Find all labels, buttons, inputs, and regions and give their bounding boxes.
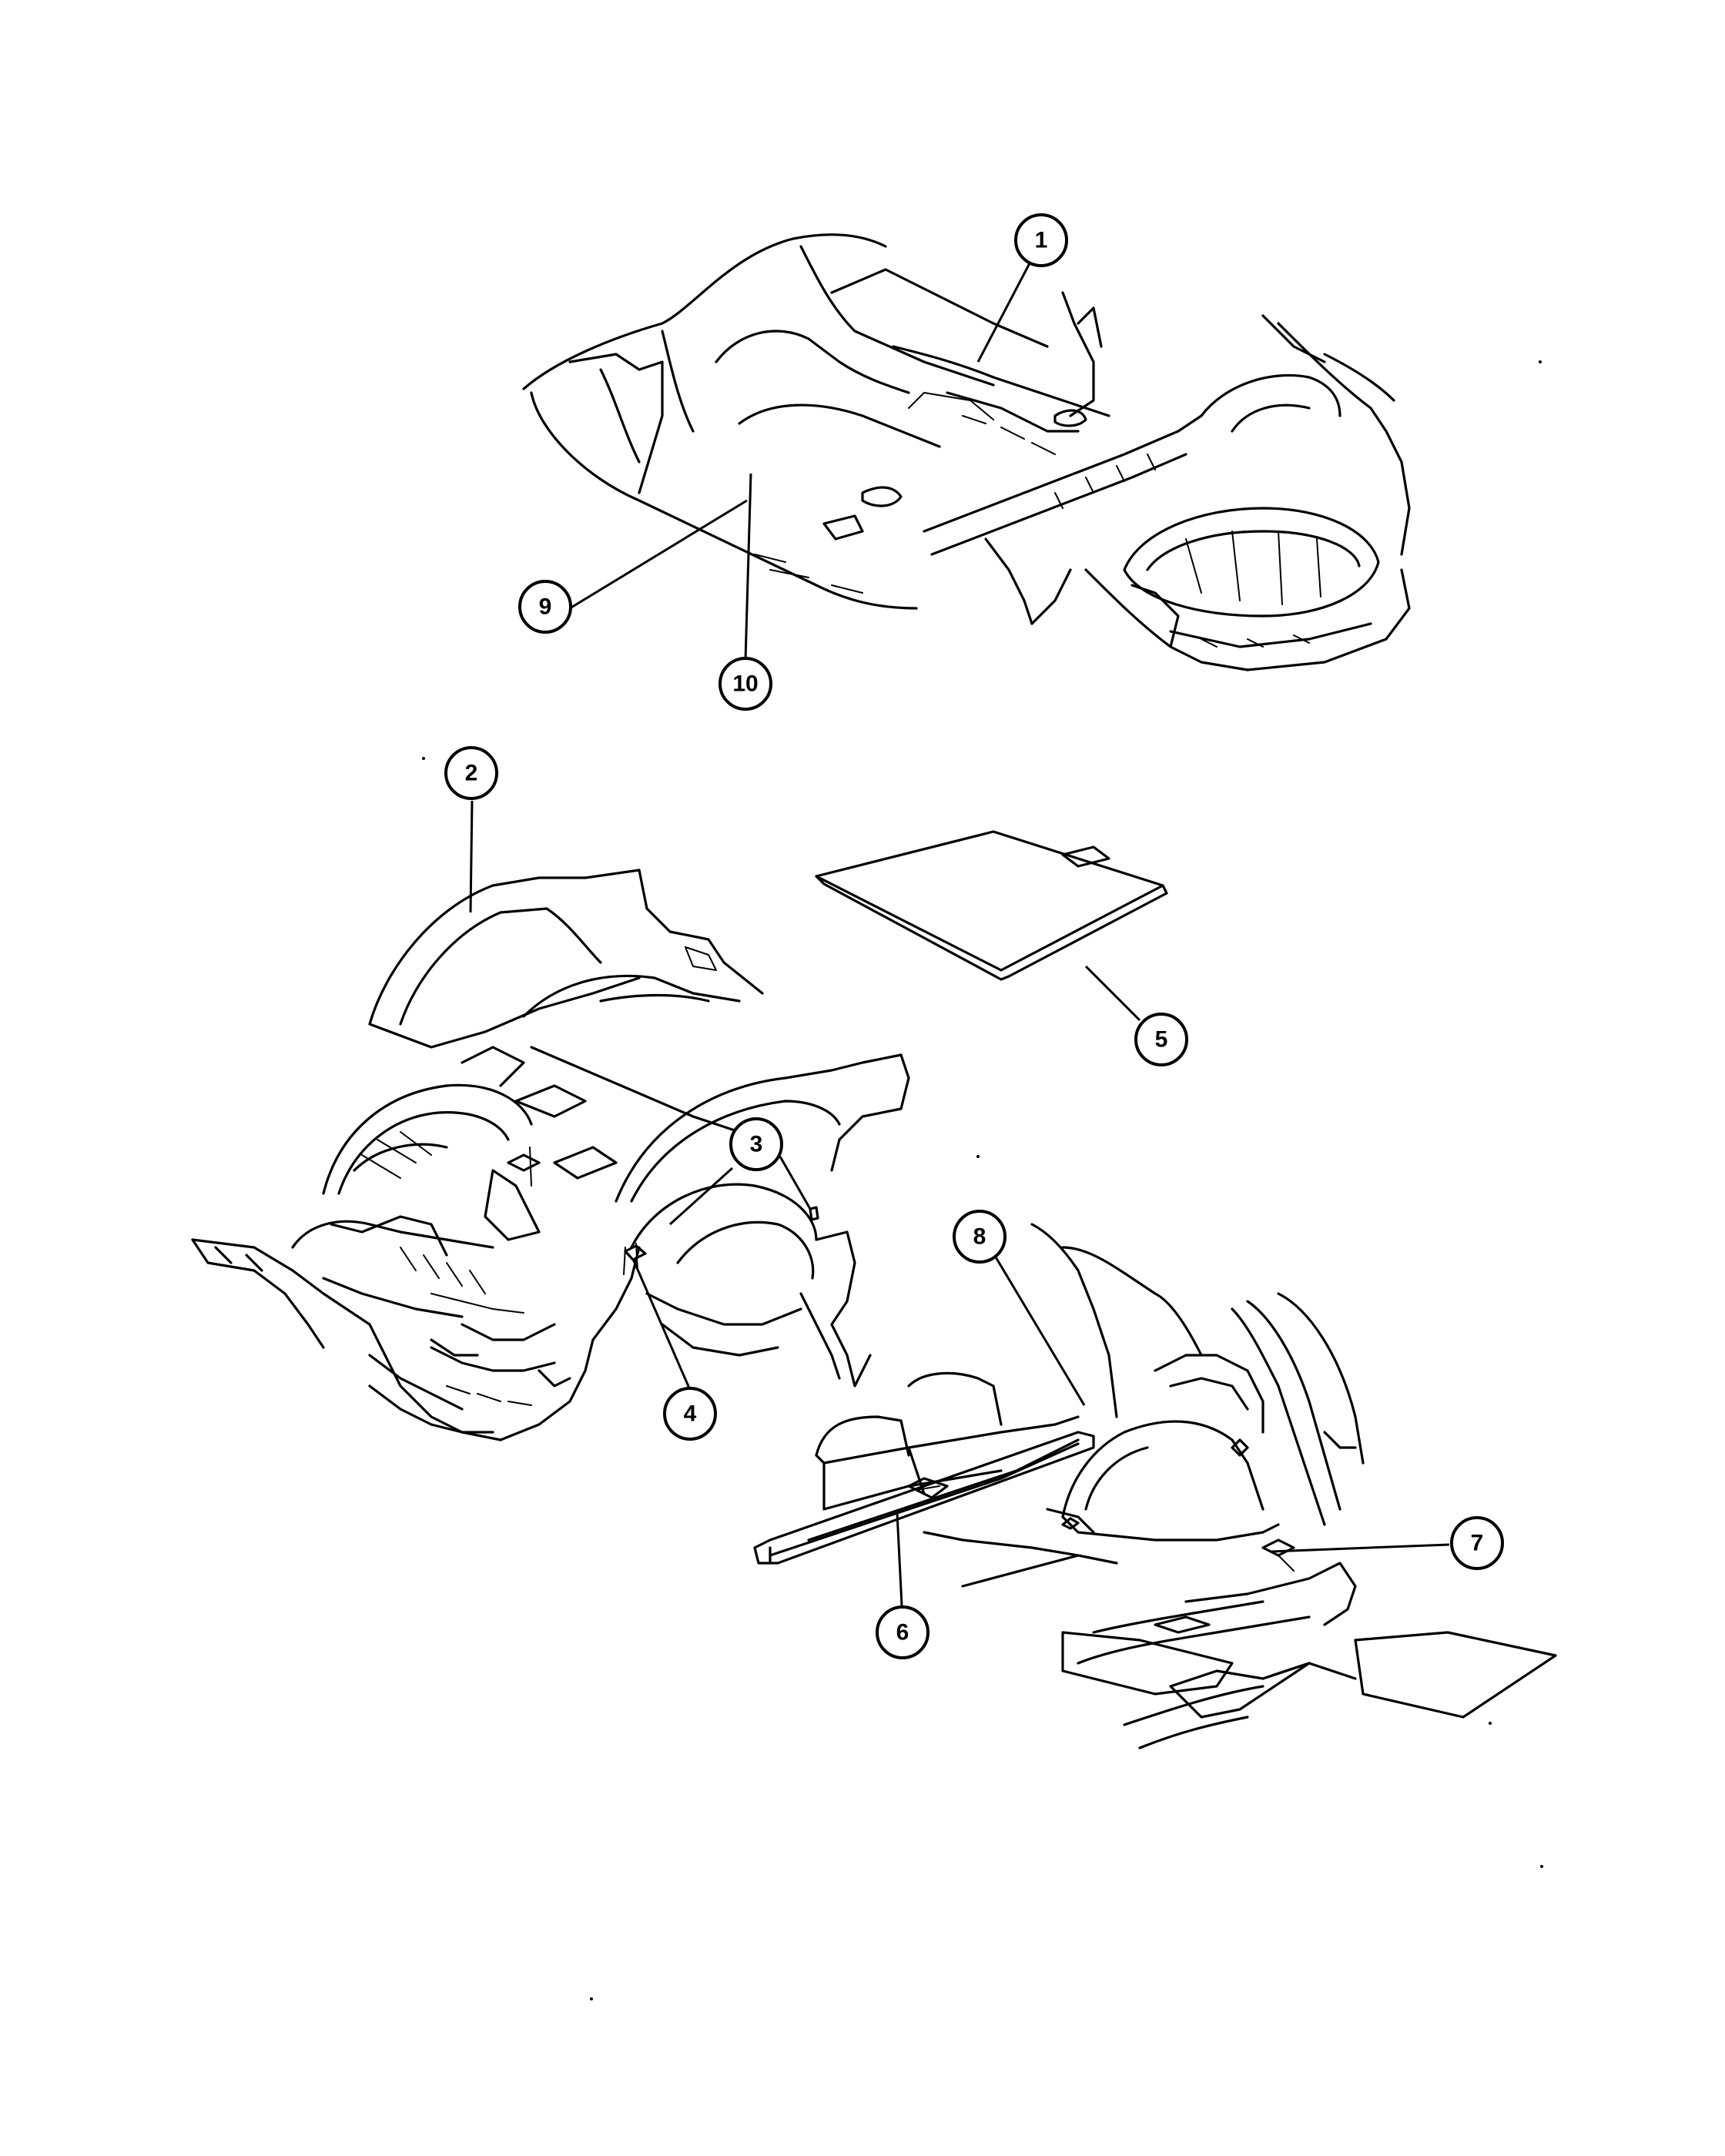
callout-4[interactable]: 4 [663, 1387, 717, 1441]
callout-number: 6 [896, 1620, 909, 1645]
callout-number: 4 [684, 1401, 697, 1427]
callout-number: 10 [732, 671, 758, 697]
callout-circle [1450, 1516, 1504, 1570]
callout-2[interactable]: 2 [444, 746, 498, 800]
callout-circle [1014, 213, 1068, 267]
floor-pan-assembly-illustration [522, 233, 1411, 671]
callout-1[interactable]: 1 [1014, 213, 1068, 267]
load-floor-panel-illustration [815, 830, 1168, 981]
callout-number: 1 [1035, 228, 1048, 253]
callout-number: 5 [1155, 1027, 1168, 1053]
callout-circle [663, 1387, 717, 1441]
callout-circle [718, 657, 772, 711]
callout-circle [444, 746, 498, 800]
callout-3[interactable]: 3 [729, 1117, 783, 1171]
callout-circle [518, 580, 572, 634]
callout-circle [953, 1210, 1007, 1264]
callout-8[interactable]: 8 [953, 1210, 1007, 1264]
scan-speck [590, 1997, 593, 2000]
callout-5[interactable]: 5 [1134, 1013, 1188, 1066]
callout-6[interactable]: 6 [876, 1605, 929, 1659]
callout-number: 2 [465, 761, 478, 786]
callout-10[interactable]: 10 [718, 657, 772, 711]
callout-number: 7 [1471, 1531, 1484, 1556]
callout-7[interactable]: 7 [1450, 1516, 1504, 1570]
scan-speck [1539, 360, 1542, 363]
callout-9[interactable]: 9 [518, 580, 572, 634]
callout-circle [1134, 1013, 1188, 1066]
scan-speck [1489, 1722, 1492, 1725]
callout-circle [876, 1605, 929, 1659]
scan-speck [1540, 1865, 1543, 1868]
cargo-area-illustration [753, 1223, 1557, 1749]
callout-number: 8 [973, 1224, 986, 1250]
scan-speck [976, 1155, 980, 1158]
leader-lines [469, 261, 1450, 1606]
callout-number: 3 [750, 1132, 763, 1157]
callout-circle [729, 1117, 783, 1171]
callout-number: 9 [539, 594, 552, 620]
rear-floor-assembly-illustration [191, 869, 910, 1441]
scan-speck [422, 757, 425, 760]
